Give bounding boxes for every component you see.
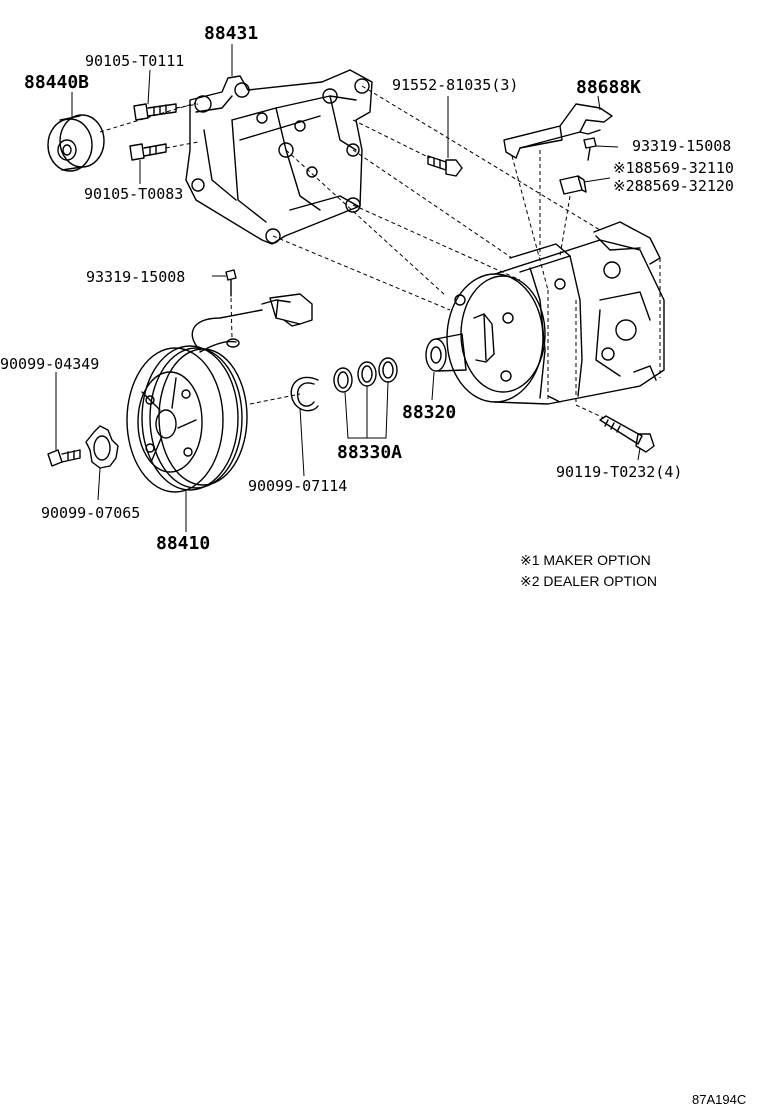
label-93319-15008-top: 93319-15008 xyxy=(632,137,732,155)
label-88569-32110: ※188569-32110 xyxy=(613,159,734,177)
label-88320: 88320 xyxy=(402,402,457,423)
note-dealer-option: ※2 DEALER OPTION xyxy=(520,573,657,589)
label-90099-04349: 90099-04349 xyxy=(0,355,100,373)
bolt-93319-15008-left xyxy=(225,269,237,297)
idler-pulley-88440B xyxy=(47,114,105,172)
bolt-90105-T0111 xyxy=(133,103,177,121)
label-88440B: 88440B xyxy=(24,72,90,93)
magnet-clutch-88410 xyxy=(126,293,313,493)
label-91552-81035: 91552-81035(3) xyxy=(392,76,519,94)
washer-90099-07065 xyxy=(85,425,119,469)
label-90105-T0111: 90105-T0111 xyxy=(85,52,185,70)
shims-88330A xyxy=(333,357,398,393)
leader-lines xyxy=(55,44,641,532)
label-93319-15008-left: 93319-15008 xyxy=(86,268,186,286)
label-88431: 88431 xyxy=(204,23,259,44)
label-90105-T0083: 90105-T0083 xyxy=(84,185,184,203)
label-88569-32120: ※288569-32120 xyxy=(613,177,734,195)
bolt-93319-15008-top xyxy=(583,137,597,161)
label-90099-07114: 90099-07114 xyxy=(248,477,348,495)
label-88688K: 88688K xyxy=(576,77,642,98)
figure-code: 87A194C xyxy=(692,1092,747,1107)
bolt-90119-T0232 xyxy=(599,415,655,453)
label-90099-07065: 90099-07065 xyxy=(41,504,141,522)
connector-88569 xyxy=(559,175,587,195)
label-88410: 88410 xyxy=(156,533,211,554)
label-90119-T0232: 90119-T0232(4) xyxy=(556,463,683,481)
label-88330A: 88330A xyxy=(337,442,403,463)
snap-ring-90099-07114 xyxy=(290,376,319,412)
bolt-91552-81035 xyxy=(427,155,463,177)
assembly-lines xyxy=(99,85,661,419)
bolt-90099-04349 xyxy=(47,449,81,467)
bracket-88688K xyxy=(503,103,613,159)
bolt-90105-T0083 xyxy=(129,143,167,161)
compressor-88320 xyxy=(425,221,665,405)
bracket-88431 xyxy=(185,69,373,245)
note-maker-option: ※1 MAKER OPTION xyxy=(520,552,651,568)
